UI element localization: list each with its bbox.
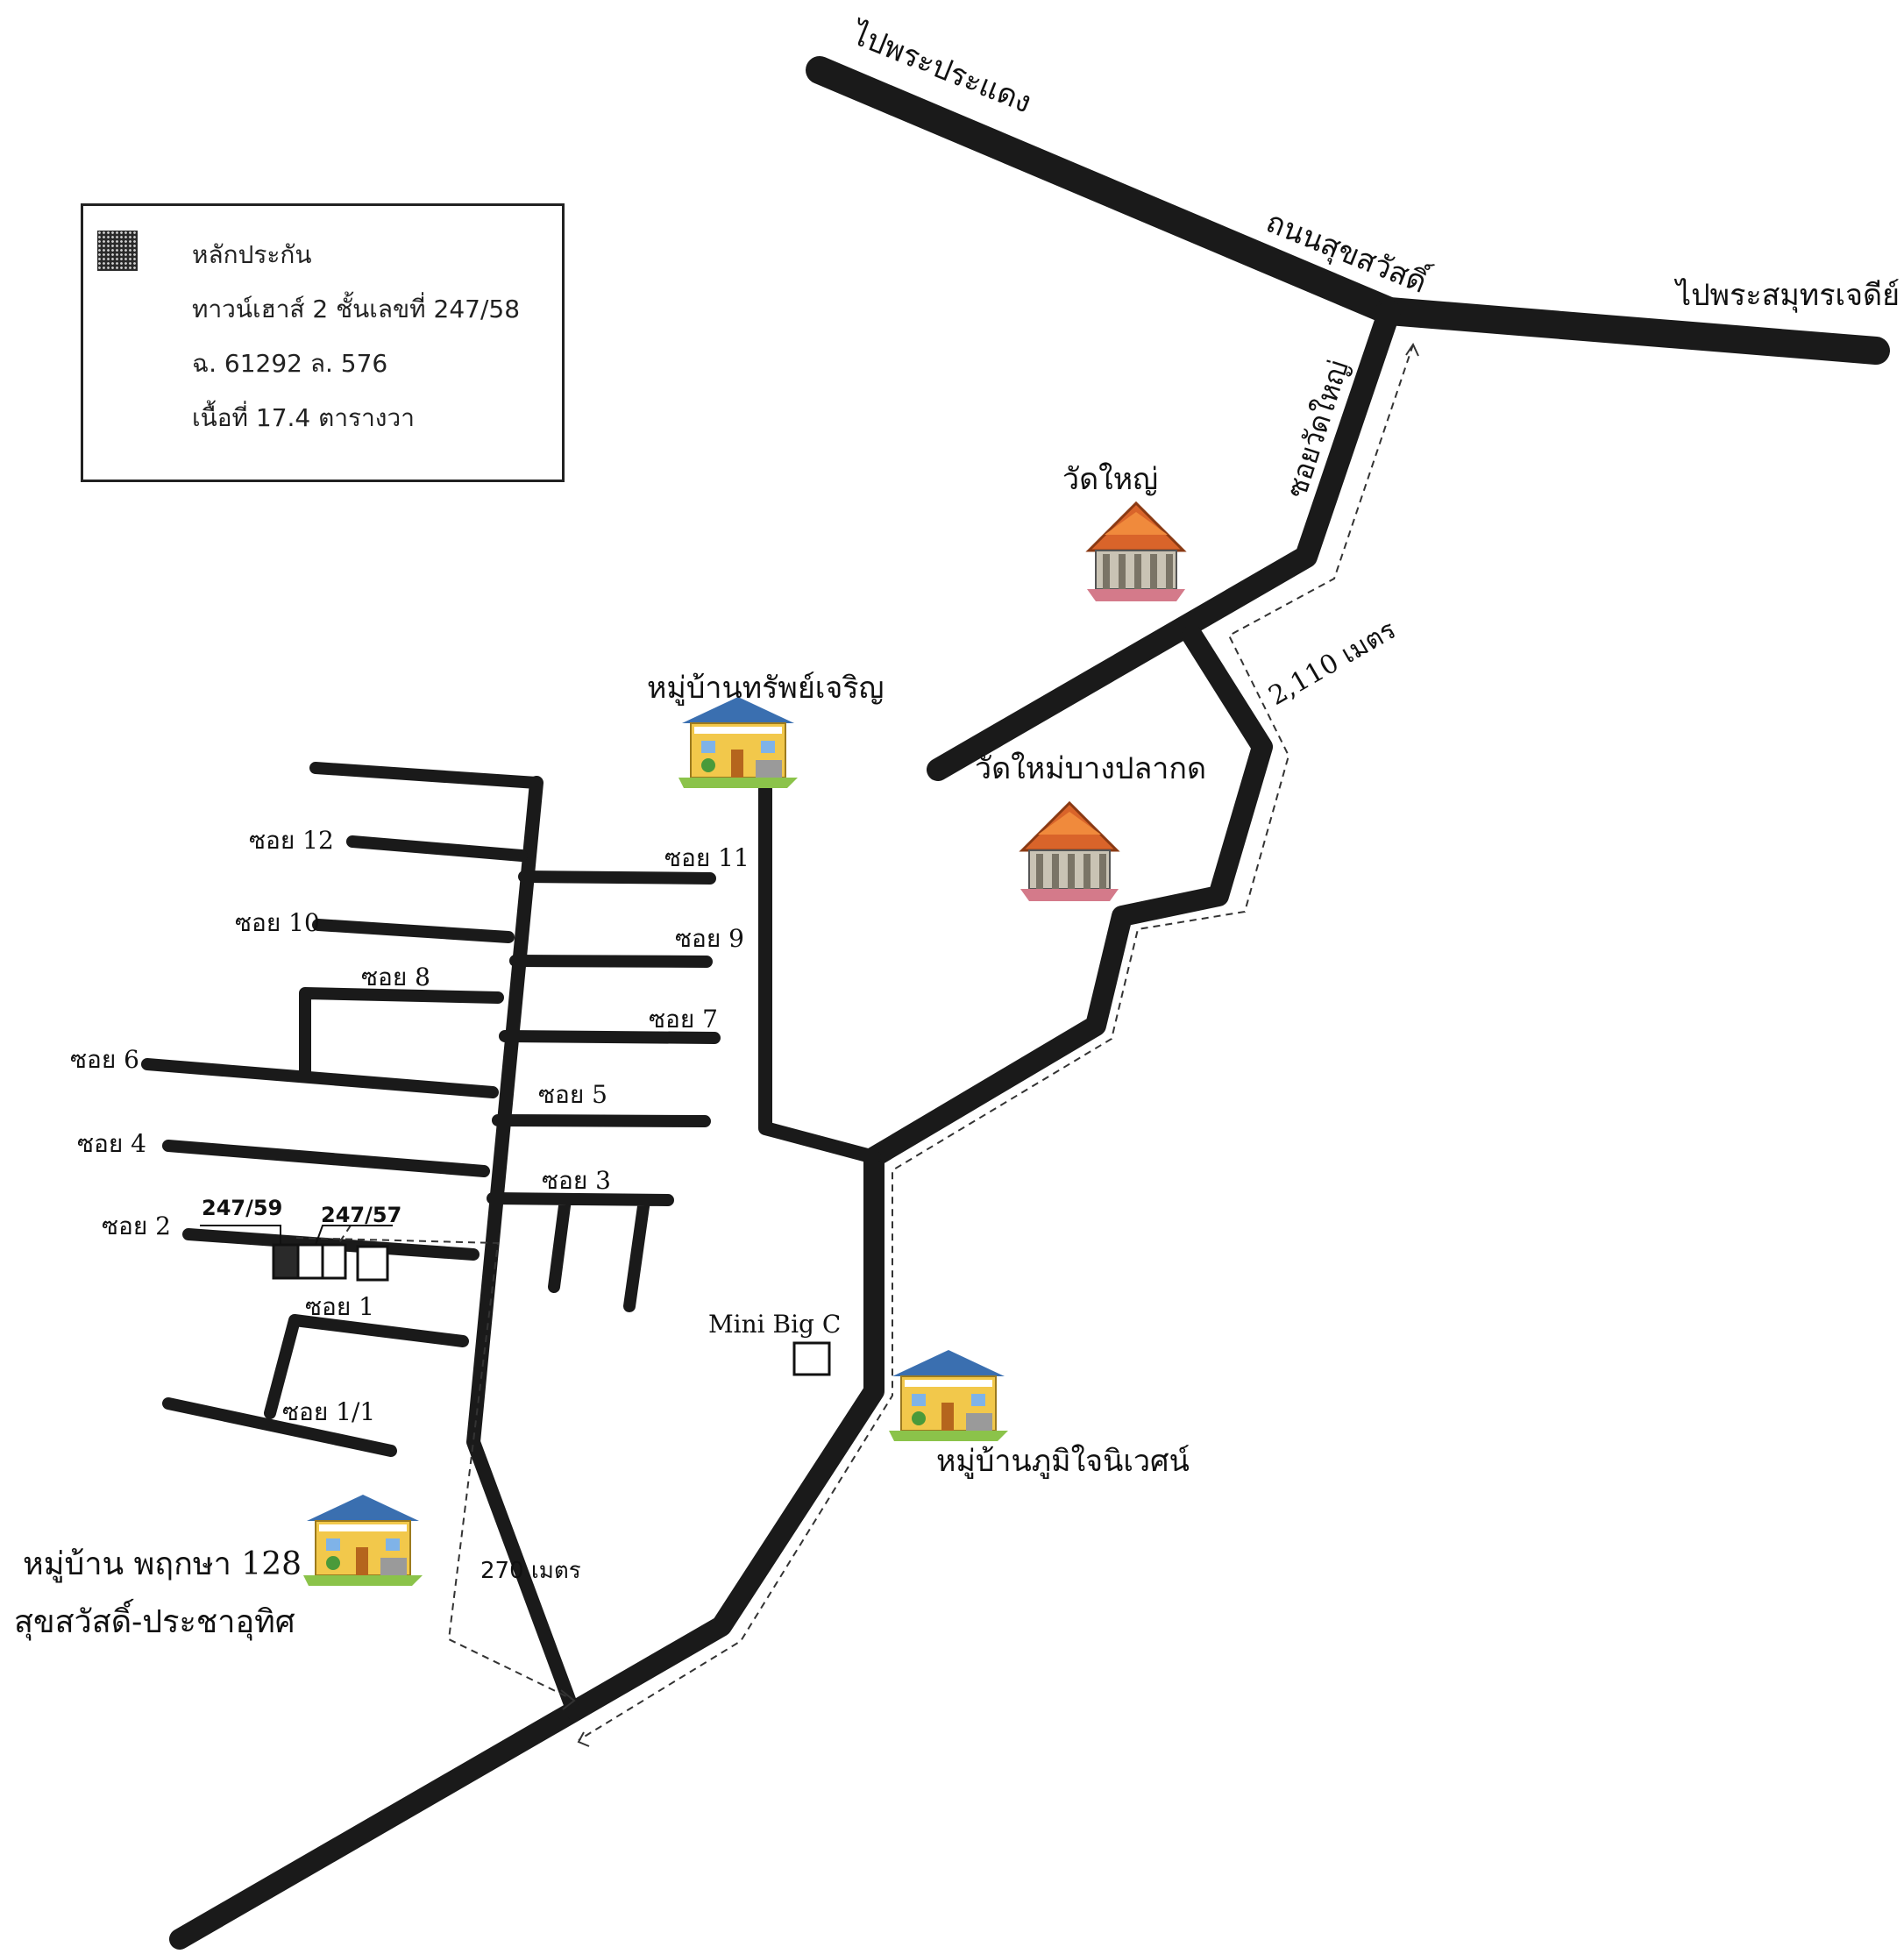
- temple-icon: [1085, 501, 1187, 603]
- road-soi-1-1: [162, 1397, 397, 1457]
- arrowhead-270: [560, 1689, 576, 1710]
- legend-title: หลักประกัน: [192, 240, 312, 269]
- arrowhead-bottom: [577, 1731, 590, 1747]
- legend-box: หลักประกัน ทาวน์เฮาส์ 2 ชั้นเลขที่ 247/5…: [81, 203, 565, 482]
- road-soi-12: [346, 835, 528, 862]
- house-icon: [888, 1349, 1009, 1442]
- label-wat-mai: วัดใหม่บางปลากด: [975, 751, 1206, 786]
- route-2110m: [578, 344, 1414, 1741]
- label-soi-10: ซอย 10: [235, 908, 320, 937]
- road-village-spine: [466, 776, 581, 1721]
- road-to-pra-pradaeng: [806, 56, 1403, 325]
- road-soi-9: [509, 955, 713, 968]
- unit-247-59-leader: [200, 1225, 281, 1245]
- label-unit-247-59: 247/59: [202, 1196, 282, 1220]
- temple-icon: [1019, 801, 1120, 903]
- route-270m: [295, 1237, 572, 1700]
- arrow-to-collateral: [302, 1225, 352, 1263]
- label-unit-247-57: 247/57: [321, 1203, 401, 1227]
- collateral-unit-247-58: [272, 1243, 300, 1280]
- road-soi-8: [299, 987, 504, 1077]
- label-mini-big-c: Mini Big C: [708, 1310, 841, 1339]
- collateral-hatched-icon: [97, 231, 138, 271]
- label-soi-6: ซอย 6: [70, 1045, 139, 1074]
- legend-deed: ฉ. 61292 ล. 576: [192, 349, 388, 378]
- label-wat-yai: วัดใหญ่: [1062, 462, 1158, 497]
- road-sukhasawat: [1375, 297, 1890, 365]
- unit-247-57-leader: [315, 1225, 393, 1246]
- road-soi-1: [264, 1314, 469, 1419]
- arrowhead-top: [1405, 342, 1419, 357]
- label-soi-3: ซอย 3: [542, 1166, 611, 1195]
- townhouse-unit: [296, 1243, 324, 1280]
- label-soi-2: ซอย 2: [102, 1211, 171, 1240]
- label-soi-4: ซอย 4: [77, 1129, 146, 1158]
- road-main-lane: [169, 625, 1273, 1950]
- legend-area: เนื้อที่ 17.4 ตารางวา: [192, 403, 415, 432]
- label-soi-8: ซอย 8: [361, 963, 430, 991]
- road-soi-5: [492, 1114, 711, 1127]
- road-soi-11: [518, 870, 716, 885]
- label-soi-9: ซอย 9: [675, 924, 744, 953]
- townhouse-unit: [321, 1243, 347, 1280]
- mini-big-c-marker: [792, 1341, 831, 1376]
- house-icon: [302, 1494, 423, 1587]
- label-village-pruksa-2: สุขสวัสดิ์-ประชาอุทิศ: [14, 1598, 295, 1641]
- road-soi-3: [487, 1192, 674, 1312]
- road-soi-wat-yai: [927, 300, 1401, 781]
- road-soi-4: [162, 1140, 490, 1177]
- road-soi-7: [499, 1030, 721, 1044]
- label-village-phumjai: หมู่บ้านภูมิใจนิเวศน์: [936, 1444, 1190, 1479]
- label-village-sap-charoen: หมู่บ้านทรัพย์เจริญ: [647, 671, 885, 706]
- road-top-branch: [309, 762, 543, 789]
- townhouse-unit: [356, 1245, 389, 1282]
- label-distance-270: 270 เมตร: [480, 1558, 581, 1584]
- label-soi-1: ซอย 1: [305, 1292, 374, 1321]
- legend-property: ทาวน์เฮาส์ 2 ชั้นเลขที่ 247/58: [192, 295, 521, 323]
- house-icon: [678, 696, 799, 789]
- label-soi-11: ซอย 11: [664, 843, 750, 872]
- label-soi-5: ซอย 5: [538, 1080, 607, 1109]
- label-soi-12: ซอย 12: [249, 826, 334, 855]
- road-soi-6: [141, 1058, 499, 1098]
- label-soi-7: ซอย 7: [649, 1005, 718, 1034]
- label-distance-2110: 2,110 เมตร: [1264, 615, 1402, 712]
- road-soi-10: [312, 919, 515, 943]
- label-to-samut-chedi: ไปพระสมุทรเจดีย์: [1673, 278, 1900, 313]
- road-sap-charoen-lane: [758, 782, 881, 1164]
- label-soi-1-1: ซอย 1/1: [282, 1397, 375, 1426]
- label-village-pruksa-1: หมู่บ้าน พฤกษา 128: [23, 1546, 302, 1583]
